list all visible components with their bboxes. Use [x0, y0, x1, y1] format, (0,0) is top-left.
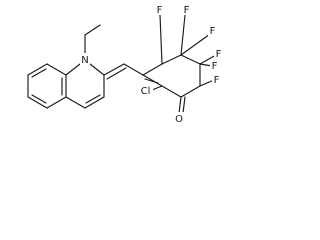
bond-single	[180, 33, 211, 56]
bond-single	[161, 54, 182, 65]
atom-label-layer: N F F F F F F Cl O	[80, 3, 223, 125]
bond-single	[65, 63, 81, 76]
bond-single	[46, 63, 67, 76]
atom-label-fluorine: F	[157, 5, 163, 16]
bond-single	[180, 54, 201, 65]
bond-double	[103, 63, 125, 76]
atom-bg	[208, 24, 217, 36]
bond-single	[159, 14, 163, 65]
atom-bg	[80, 53, 90, 65]
bond-double-inner	[144, 78, 159, 84]
bond-single	[84, 96, 105, 109]
atom-label-fluorine: F	[212, 61, 218, 72]
bond-double-inner	[31, 68, 47, 78]
atom-bg	[212, 73, 221, 85]
atom-bg	[174, 112, 184, 124]
bond-layer	[27, 14, 217, 114]
bond-double-inner	[85, 94, 101, 104]
atom-bg	[155, 3, 164, 15]
bond-single	[27, 96, 48, 109]
bond-single	[123, 63, 144, 76]
bond-single	[180, 85, 201, 98]
bond-single	[161, 85, 182, 98]
bond-single	[89, 63, 105, 76]
atom-label-nitrogen: N	[81, 55, 88, 66]
atom-bg	[214, 47, 223, 59]
atom-label-fluorine: F	[214, 75, 220, 86]
bond-single	[142, 74, 163, 87]
bond-single	[199, 79, 215, 87]
bond-single	[142, 63, 163, 76]
bond-single	[84, 24, 101, 36]
bond-single	[27, 63, 48, 76]
bond-double-inner	[31, 94, 47, 104]
bond-double	[182, 96, 186, 114]
atom-label-fluorine: F	[184, 5, 190, 16]
atom-label-oxygen: O	[175, 114, 183, 125]
atom-label-chlorine: Cl	[141, 86, 151, 97]
bond-single	[151, 85, 163, 91]
bond-double	[106, 67, 127, 80]
bond-single	[180, 14, 186, 56]
molecule-structure: N F F F F F F Cl O	[27, 3, 223, 125]
atom-bg	[210, 59, 219, 71]
bond-single	[199, 54, 217, 65]
atom-label-fluorine: F	[210, 26, 216, 37]
atom-label-fluorine: F	[216, 49, 222, 60]
bond-single	[46, 96, 67, 109]
bond-double	[178, 96, 182, 114]
atom-bg	[138, 84, 153, 96]
atom-bg	[182, 3, 191, 15]
bond-single	[65, 96, 86, 109]
structure-canvas: N F F F F F F Cl O	[0, 0, 243, 130]
